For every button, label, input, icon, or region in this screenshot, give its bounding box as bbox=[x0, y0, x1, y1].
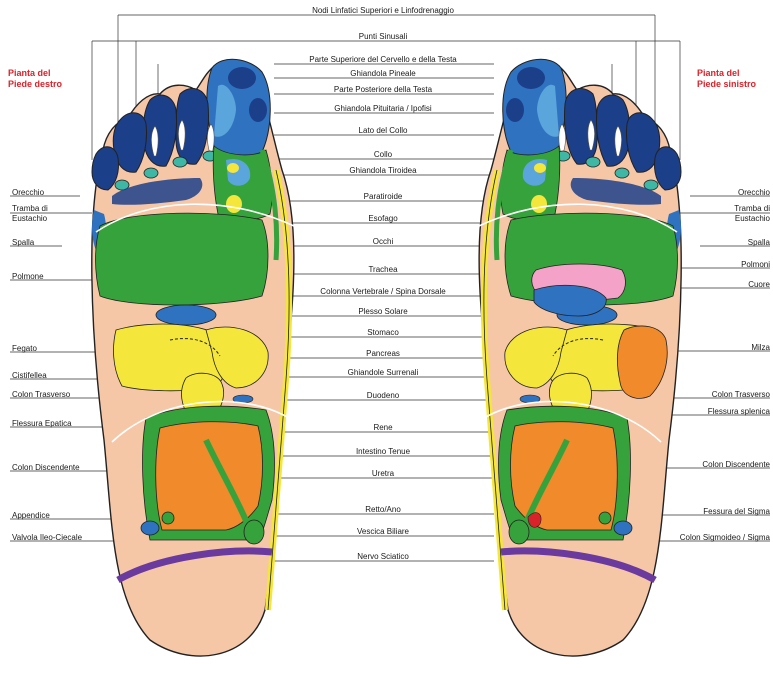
label-gallbladder: Vescica Biliare bbox=[357, 527, 409, 537]
right-foot bbox=[92, 59, 294, 656]
label-right-descending-colon: Colon Discendente bbox=[702, 460, 770, 470]
label-left-ear: Orecchio bbox=[12, 188, 44, 198]
pineal-zone bbox=[228, 67, 256, 89]
label-left-shoulder: Spalla bbox=[12, 238, 34, 248]
label-neck: Collo bbox=[374, 150, 392, 160]
lymph-node-zone bbox=[173, 157, 187, 167]
label-ileocecal-valve: Valvola Ileo-Ciecale bbox=[12, 533, 82, 543]
label-adrenal-glands: Ghiandole Surrenali bbox=[348, 368, 419, 378]
label-right-eustachian: Tramba di Eustachio bbox=[734, 204, 770, 224]
label-pituitary: Ghiandola Pituitaria / Ipofisi bbox=[334, 104, 431, 114]
label-trachea: Trachea bbox=[368, 265, 397, 275]
label-spine: Colonna Vertebrale / Spina Dorsale bbox=[320, 287, 445, 297]
label-hepatic-flexure: Flessura Epatica bbox=[12, 419, 72, 429]
ileocecal-zone bbox=[614, 521, 632, 535]
label-solar-plexus: Plesso Solare bbox=[358, 307, 407, 317]
solar-plexus-zone bbox=[156, 305, 216, 325]
label-spleen: Milza bbox=[751, 343, 770, 353]
bladder-zone bbox=[509, 520, 529, 544]
label-right-ear: Orecchio bbox=[738, 188, 770, 198]
label-right-lungs: Polmoni bbox=[741, 260, 770, 270]
label-kidney: Rene bbox=[373, 423, 392, 433]
left-foot-title-line2: Piede sinistro bbox=[697, 79, 756, 90]
label-left-descending-colon: Colon Discendente bbox=[12, 463, 80, 473]
label-splenic-flexure: Flessura splenica bbox=[708, 407, 770, 417]
bladder-zone bbox=[244, 520, 264, 544]
lymph-node-zone bbox=[144, 168, 158, 178]
parathyroid-zone bbox=[531, 195, 547, 213]
label-left-eustachian: Tramba di Eustachio bbox=[12, 204, 48, 224]
label-left-transverse-colon: Colon Trasverso bbox=[12, 390, 70, 400]
pituitary-zone bbox=[249, 98, 267, 122]
label-thyroid: Ghiandola Tiroidea bbox=[349, 166, 416, 176]
left-foot-title-line1: Pianta del bbox=[697, 68, 740, 79]
label-right-shoulder: Spalla bbox=[748, 238, 770, 248]
lymph-node-zone bbox=[615, 168, 629, 178]
appendix-zone bbox=[162, 512, 174, 524]
label-heart: Cuore bbox=[748, 280, 770, 290]
label-side-of-neck: Lato del Collo bbox=[359, 126, 408, 136]
label-rectum-anus: Retto/Ano bbox=[365, 505, 401, 515]
label-pineal-gland: Ghiandola Pineale bbox=[350, 69, 415, 79]
right-foot-title-line1: Pianta del bbox=[8, 68, 51, 79]
label-sinus-points: Punti Sinusali bbox=[359, 32, 407, 42]
label-duodenum: Duodeno bbox=[367, 391, 399, 401]
right-foot-title-line2: Piede destro bbox=[8, 79, 62, 90]
label-gallbladder-left: Cistifellea bbox=[12, 371, 47, 381]
appendix-zone bbox=[599, 512, 611, 524]
rectum-zone bbox=[528, 513, 541, 528]
label-upper-brain: Parte Superiore del Cervello e della Tes… bbox=[309, 55, 457, 65]
label-pancreas: Pancreas bbox=[366, 349, 400, 359]
label-esophagus: Esofago bbox=[368, 214, 397, 224]
paratyroid-zone bbox=[534, 163, 546, 173]
pituitary-zone bbox=[506, 98, 524, 122]
label-right-transverse-colon: Colon Trasverso bbox=[712, 390, 770, 400]
paratyroid-zone bbox=[227, 163, 239, 173]
label-lymph-nodes: Nodi Linfatici Superiori e Linfodrenaggi… bbox=[312, 6, 454, 16]
lymph-node-zone bbox=[586, 157, 600, 167]
label-sigmoid-colon: Colon Sigmoideo / Sigma bbox=[680, 533, 770, 543]
label-eyes: Occhi bbox=[373, 237, 393, 247]
label-appendix: Appendice bbox=[12, 511, 50, 521]
label-sciatic-nerve: Nervo Sciatico bbox=[357, 552, 409, 562]
parathyroid-zone bbox=[226, 195, 242, 213]
label-left-lung: Polmone bbox=[12, 272, 44, 282]
label-parathyroid: Paratiroide bbox=[364, 192, 403, 202]
pineal-zone bbox=[517, 67, 545, 89]
label-back-of-head: Parte Posteriore della Testa bbox=[334, 85, 432, 95]
label-stomach: Stomaco bbox=[367, 328, 399, 338]
label-small-intestine: Intestino Tenue bbox=[356, 447, 410, 457]
label-sigmoid-flexure: Fessura del Sigma bbox=[703, 507, 770, 517]
ileocecal-zone bbox=[141, 521, 159, 535]
label-urethra: Uretra bbox=[372, 469, 394, 479]
lung-zone bbox=[96, 213, 269, 305]
label-liver: Fegato bbox=[12, 344, 37, 354]
